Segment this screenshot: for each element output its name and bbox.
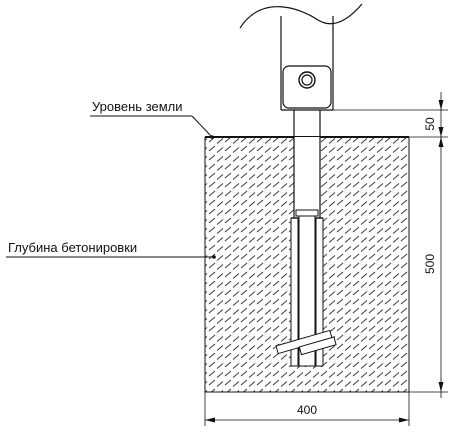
- post-upper: [239, 3, 363, 111]
- bolt-hole-icon: [282, 65, 332, 109]
- post-stem: [293, 110, 321, 137]
- dimension-width: 400: [297, 403, 317, 417]
- ground-level-callout: Уровень земли: [90, 99, 214, 139]
- vertical-dimensions: 50 500: [333, 92, 448, 398]
- anchor-assembly: [275, 137, 337, 367]
- dimension-top-offset: 50: [423, 117, 437, 131]
- concrete-depth-callout: Глубина бетонировки: [6, 240, 216, 259]
- dimension-depth: 500: [423, 254, 437, 274]
- horizontal-dimension: 400: [204, 392, 410, 426]
- concrete-depth-label: Глубина бетонировки: [8, 240, 137, 255]
- ground-level-label: Уровень земли: [92, 99, 183, 114]
